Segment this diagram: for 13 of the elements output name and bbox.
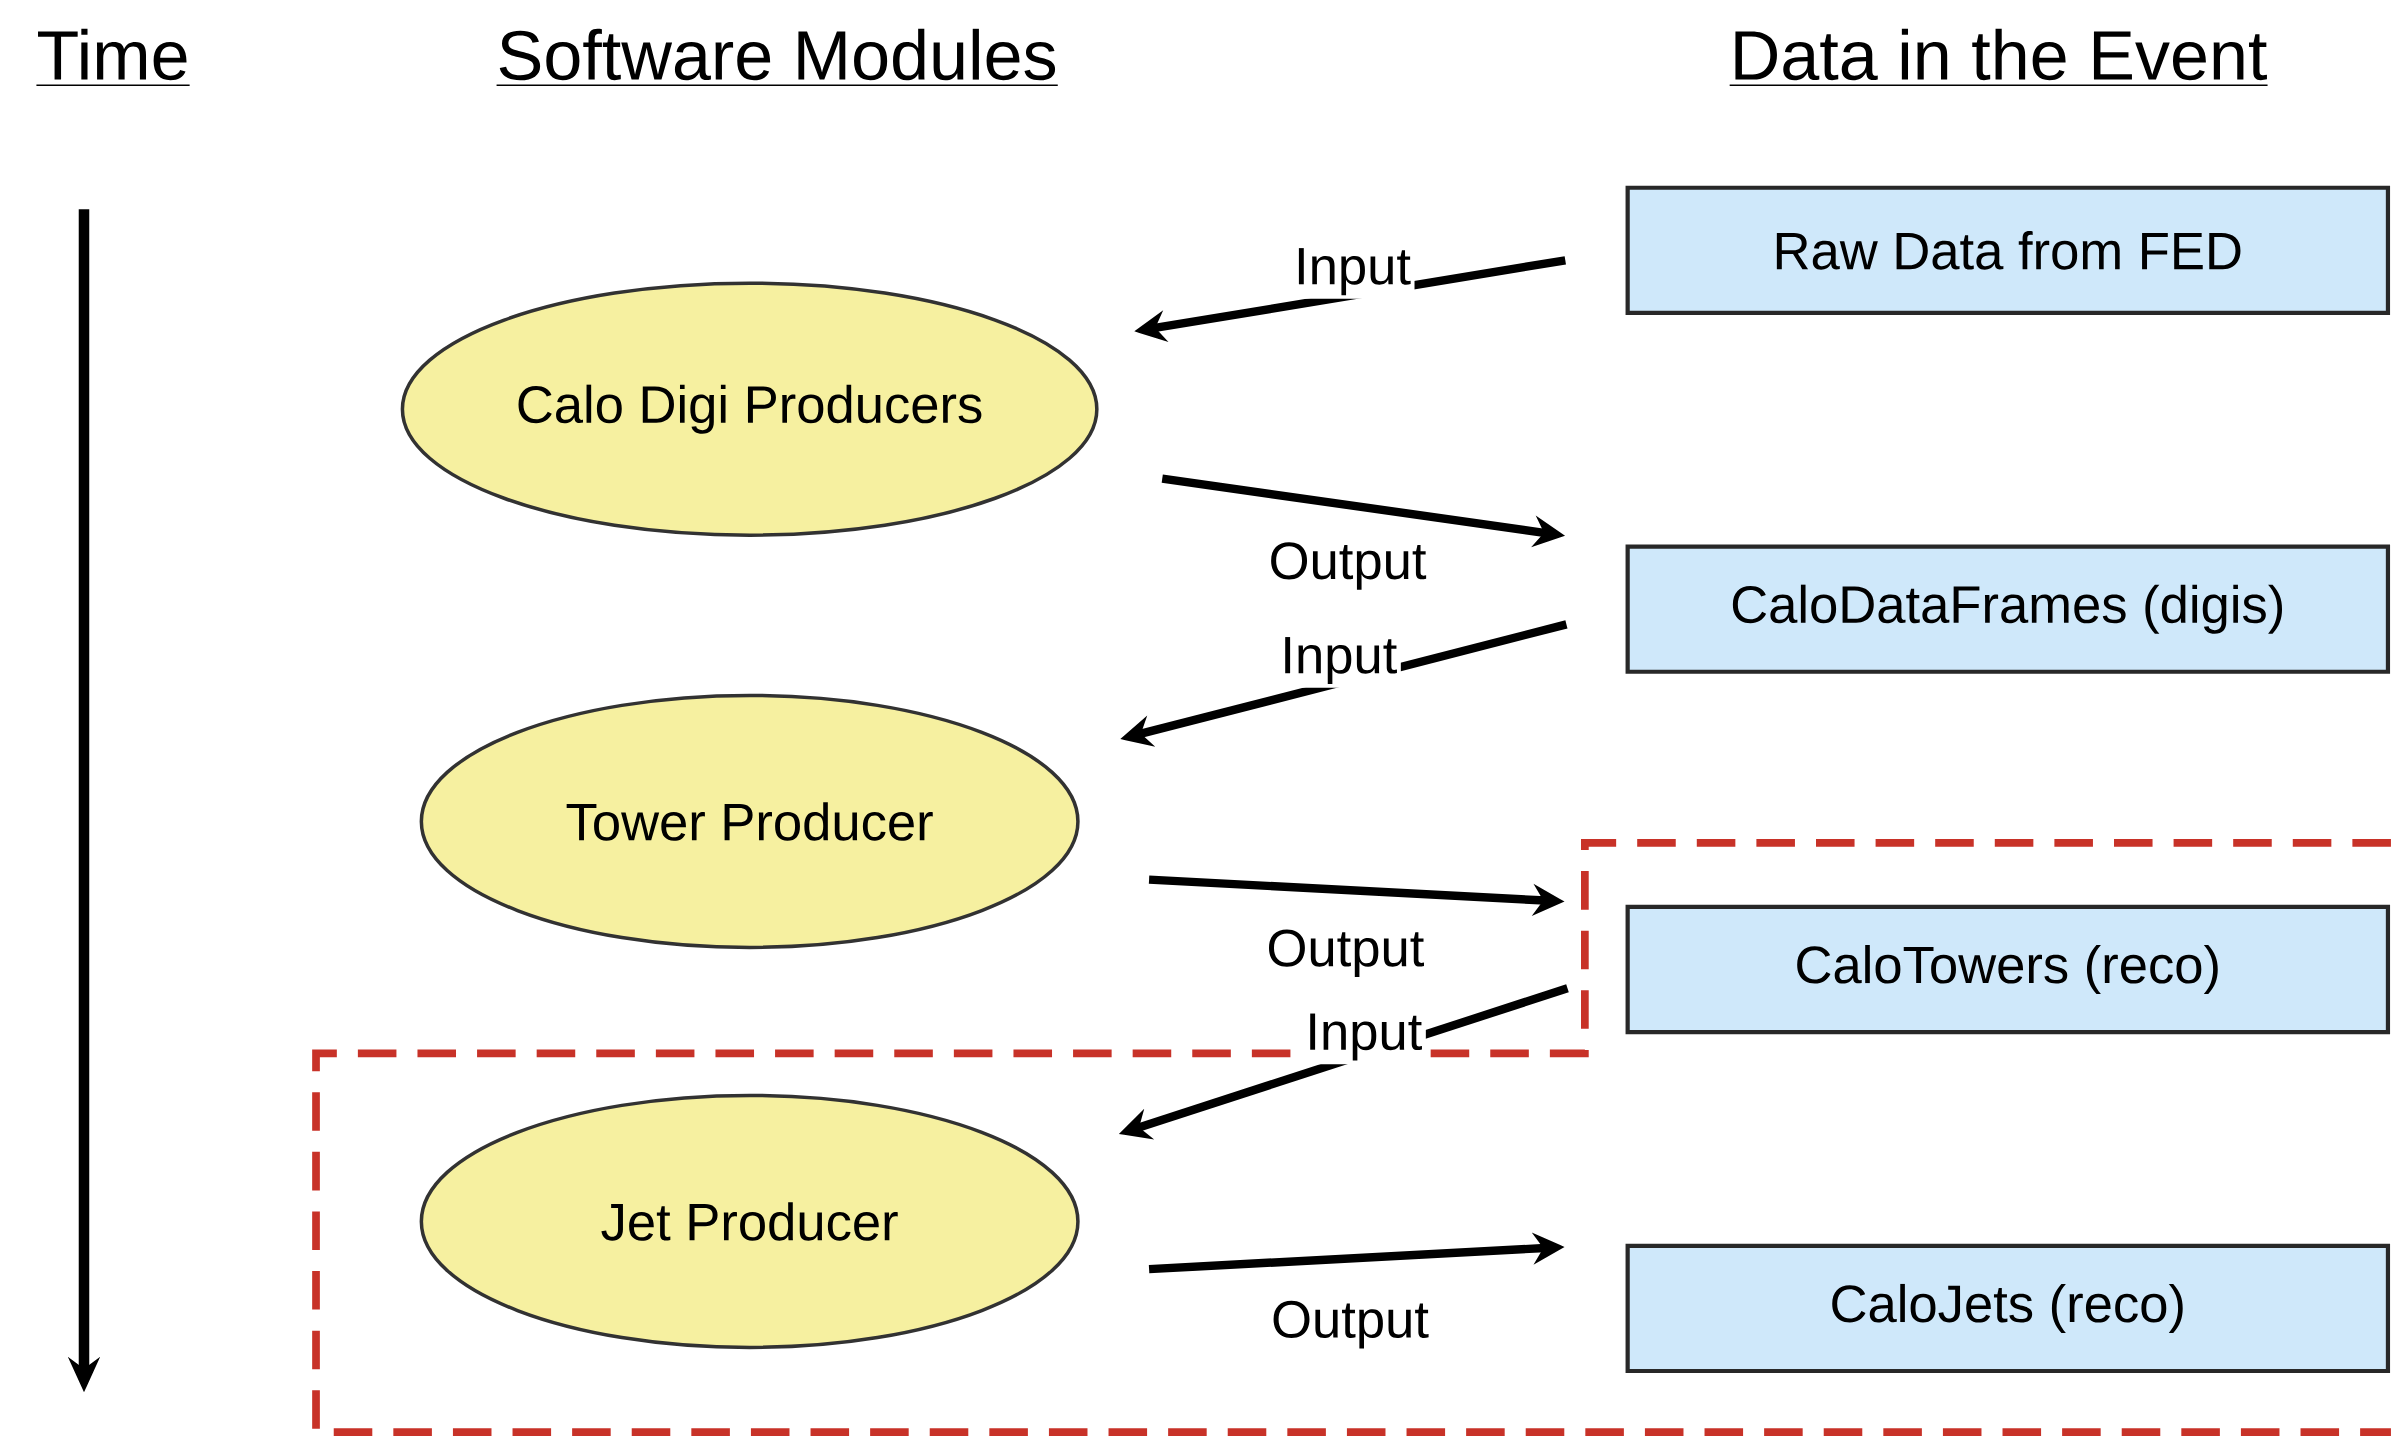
data-box: Raw Data from FED [1625, 185, 2391, 316]
data-box: CaloJets (reco) [1625, 1243, 2391, 1374]
edge-label: Output [1271, 542, 1427, 590]
data-box: CaloDataFrames (digis) [1625, 544, 2391, 674]
edge-label: Output [1273, 1300, 1429, 1349]
edge-label: Output [1269, 929, 1424, 978]
column-heading: Data in the Event [1728, 28, 2269, 86]
edge-label: Input [1310, 1013, 1422, 1061]
column-heading: Software Modules [495, 28, 1059, 86]
edge-label: Input [1298, 248, 1411, 296]
data-box: CaloTowers (reco) [1625, 904, 2391, 1035]
edge-label: Input [1285, 637, 1397, 685]
column-heading: Time [35, 28, 191, 86]
